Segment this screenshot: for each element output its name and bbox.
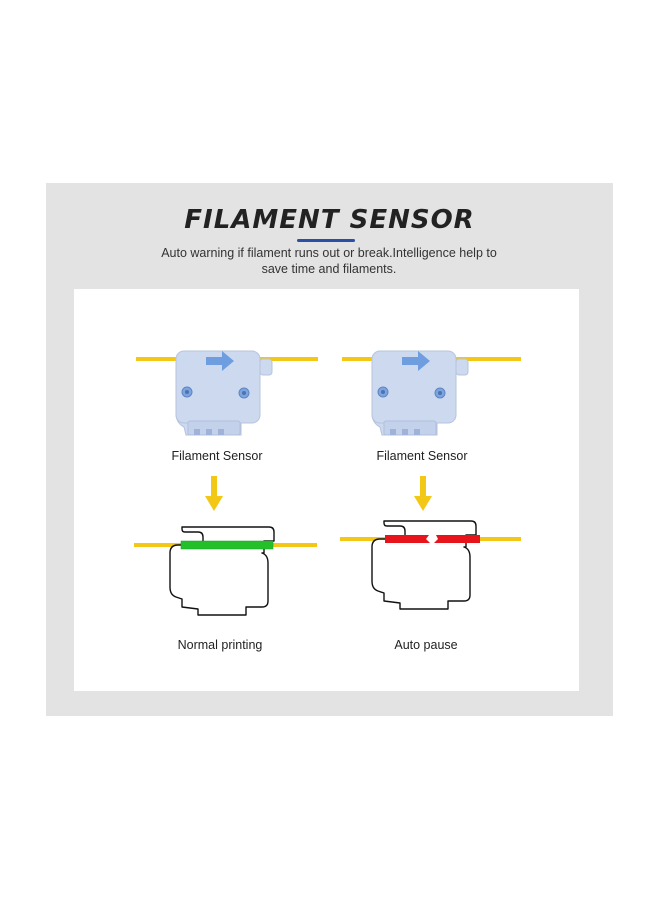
sensor-diagram — [134, 350, 521, 616]
filament-path-ok — [180, 540, 274, 550]
page-title: FILAMENT SENSOR — [184, 205, 475, 235]
down-arrow-right — [414, 476, 432, 511]
sensor-left — [175, 350, 273, 436]
state-label-left: Normal printing — [177, 638, 263, 652]
sensor-outline-left — [169, 526, 275, 616]
state-label-right: Auto pause — [394, 638, 458, 652]
diagram-card: Filament Sensor Filament Sensor Normal p… — [74, 289, 579, 691]
sensor-label-left: Filament Sensor — [171, 449, 263, 463]
down-arrow-left — [205, 476, 223, 511]
sensor-outline-right — [371, 520, 477, 610]
subtitle: Auto warning if filament runs out or bre… — [161, 246, 497, 276]
filament-path-broken — [385, 535, 480, 543]
feature-panel: FILAMENT SENSOR Auto warning if filament… — [46, 183, 613, 716]
sensor-right — [371, 350, 469, 436]
sensor-label-right: Filament Sensor — [376, 449, 468, 463]
title-underline — [297, 239, 355, 242]
